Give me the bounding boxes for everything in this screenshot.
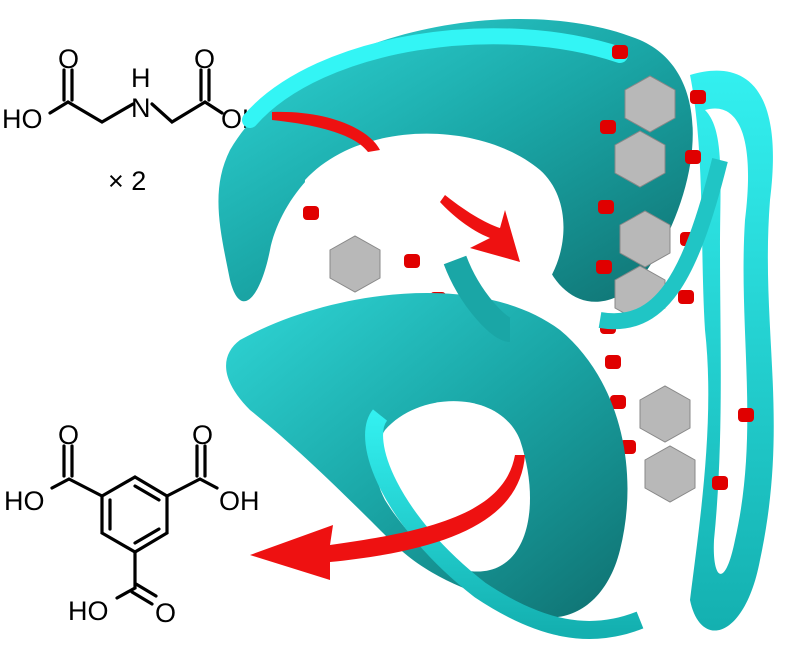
oxygen-cap — [612, 45, 628, 59]
oxygen-cap — [596, 260, 612, 274]
oxygen-cap — [600, 120, 616, 134]
ligand-hexagon — [639, 385, 691, 443]
left-carboxyl-bonds — [50, 444, 104, 498]
atom-label: H — [131, 63, 151, 93]
entry-arrow-icon — [440, 195, 520, 262]
right-carbonyl-bond — [199, 68, 211, 102]
trimesic-acid-structure: HO O O OH HO O — [4, 420, 260, 628]
left-backbone-bond — [48, 100, 135, 124]
oxygen-cap — [605, 355, 621, 369]
iminodiacetic-acid-structure: HO O N H O OH × 2 — [2, 44, 262, 196]
benzene-ring — [100, 475, 169, 554]
right-carboxyl-bonds — [165, 444, 219, 498]
cage-top-rim — [242, 28, 628, 128]
oxygen-cap — [303, 206, 319, 220]
oxygen-cap — [404, 254, 420, 268]
ring-double-bonds — [108, 484, 161, 545]
atom-label: HO — [2, 104, 43, 134]
cage-front-rim — [365, 409, 644, 639]
oxygen-cap — [610, 395, 626, 409]
cage-side-strut — [598, 158, 728, 330]
oxygen-cap — [598, 200, 614, 214]
cage-top-band — [218, 18, 693, 302]
atom-label: OH — [219, 486, 260, 516]
cage-center-joint — [443, 255, 513, 342]
atom-label: O — [58, 44, 79, 74]
right-backbone-bond — [150, 100, 224, 124]
oxygen-cap — [685, 150, 701, 164]
entry-arrow-tail — [272, 111, 380, 152]
atom-label: HO — [68, 596, 109, 626]
ligand-hexagon — [619, 210, 671, 268]
atom-label: O — [155, 598, 176, 628]
ligand-hexagon — [644, 445, 696, 503]
atom-label: N — [131, 93, 151, 123]
atom-label: O — [192, 420, 213, 450]
atom-label: O — [194, 44, 215, 74]
atom-label: HO — [4, 486, 45, 516]
cage-back-opening — [705, 108, 749, 574]
bottom-carboxyl-bonds — [115, 550, 158, 606]
oxygen-cap — [678, 290, 694, 304]
oxygen-cap — [690, 90, 706, 104]
ligand-hexagon — [329, 235, 381, 293]
ligand-hexagon — [624, 75, 676, 133]
multiplier-label: × 2 — [108, 166, 146, 196]
molecular-cage — [218, 18, 774, 639]
atom-label: O — [58, 420, 79, 450]
oxygen-cap — [712, 476, 728, 490]
ligand-hexagon — [614, 130, 666, 188]
left-carbonyl-bond — [62, 68, 74, 102]
oxygen-cap — [738, 408, 754, 422]
exit-arrow-icon — [250, 455, 525, 580]
